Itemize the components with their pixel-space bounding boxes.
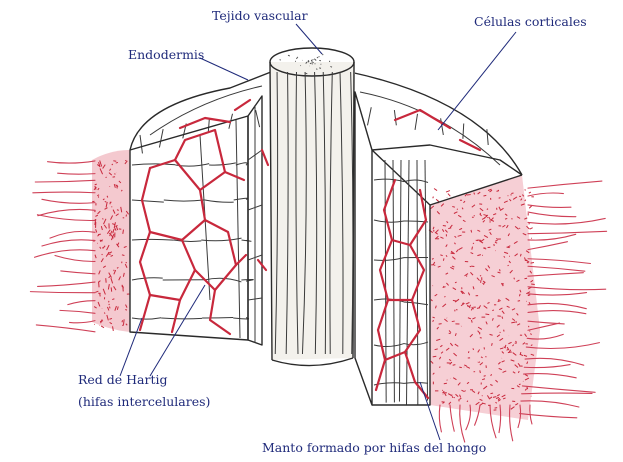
endodermis-layer (248, 96, 262, 345)
label-vascular-tissue: Tejido vascular (212, 8, 308, 23)
label-endodermis: Endodermis (128, 47, 204, 62)
leader-vascular (296, 24, 322, 54)
label-mantle: Manto formado por hifas del hongo (262, 440, 486, 455)
leader-endodermis (200, 58, 248, 80)
vascular-cylinder (270, 48, 355, 366)
label-hartig-net: Red de Hartig (78, 372, 168, 387)
label-hartig-net-detail: (hifas intercelulares) (78, 394, 210, 409)
left-mantle (30, 150, 130, 332)
leader-cortical (438, 32, 516, 130)
label-cortical-cells: Células corticales (474, 14, 587, 29)
right-mantle (429, 175, 607, 442)
